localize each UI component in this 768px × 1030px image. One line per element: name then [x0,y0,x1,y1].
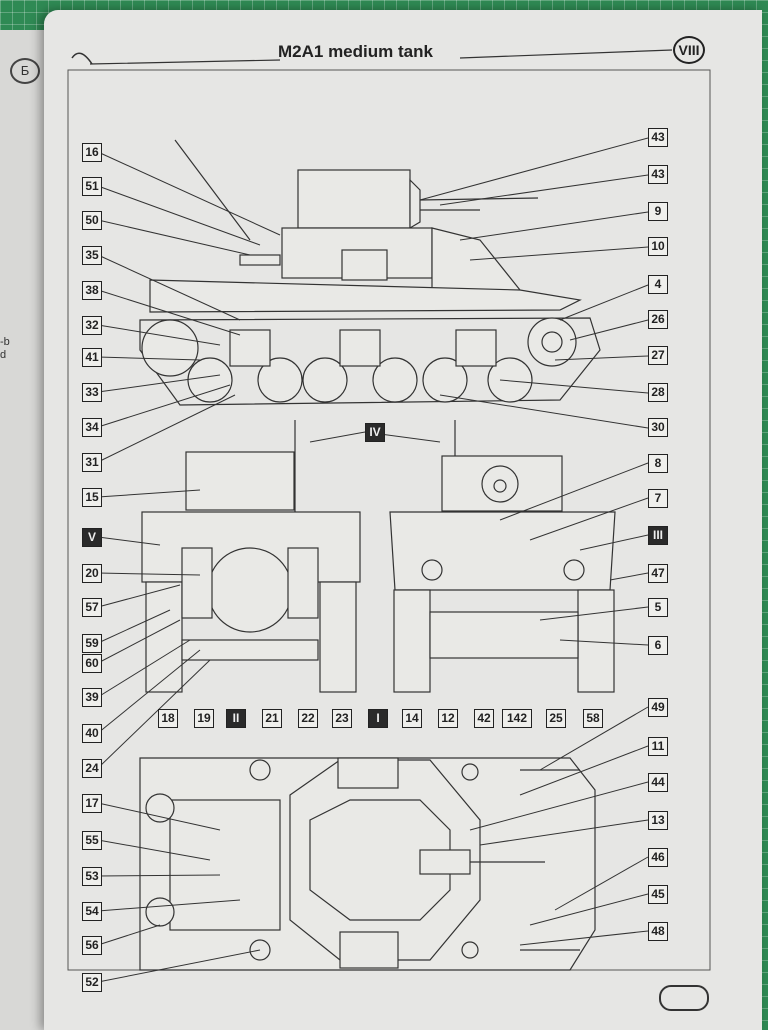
callout-13: 13 [648,811,668,830]
callout-38: 38 [82,281,102,300]
callout-56: 56 [82,936,102,955]
callout-31: 31 [82,453,102,472]
callout-32: 32 [82,316,102,335]
callout-20: 20 [82,564,102,583]
callout-28: 28 [648,383,668,402]
page-roman-number: VIII [673,36,705,64]
callout-50: 50 [82,211,102,230]
callout-15: 15 [82,488,102,507]
callout-5: 5 [648,598,668,617]
callout-8: 8 [648,454,668,473]
callout-51: 51 [82,177,102,196]
callout-46: 46 [648,848,668,867]
callout-6: 6 [648,636,668,655]
callout-i: I [368,709,388,728]
callout-14: 14 [402,709,422,728]
callout-49: 49 [648,698,668,717]
callout-12: 12 [438,709,458,728]
left-page-fragment: -b d [0,336,10,361]
callout-54: 54 [82,902,102,921]
callout-55: 55 [82,831,102,850]
callout-40: 40 [82,724,102,743]
callout-35: 35 [82,246,102,265]
callout-17: 17 [82,794,102,813]
callout-iii: III [648,526,668,545]
callout-60: 60 [82,654,102,673]
callout-39: 39 [82,688,102,707]
callout-42: 42 [474,709,494,728]
callout-59: 59 [82,634,102,653]
callout-41: 41 [82,348,102,367]
callout-43a: 43 [648,128,668,147]
callout-10: 10 [648,237,668,256]
callout-23: 23 [332,709,352,728]
callout-24: 24 [82,759,102,778]
callout-142: 142 [502,709,532,728]
callout-7: 7 [648,489,668,508]
callout-45: 45 [648,885,668,904]
callout-v: V [82,528,102,547]
callout-iv: IV [365,423,385,442]
callout-ii: II [226,709,246,728]
callout-52: 52 [82,973,102,992]
callout-30: 30 [648,418,668,437]
callout-19: 19 [194,709,214,728]
left-page-number: Б [10,58,40,84]
callout-47: 47 [648,564,668,583]
callout-25: 25 [546,709,566,728]
callout-44: 44 [648,773,668,792]
callout-48: 48 [648,922,668,941]
callout-27: 27 [648,346,668,365]
callout-16: 16 [82,143,102,162]
instruction-page [44,10,762,1030]
callout-43b: 43 [648,165,668,184]
callout-4: 4 [648,275,668,294]
callout-33: 33 [82,383,102,402]
callout-34: 34 [82,418,102,437]
callout-18: 18 [158,709,178,728]
callout-9: 9 [648,202,668,221]
callout-22: 22 [298,709,318,728]
callout-11: 11 [648,737,668,756]
callout-57: 57 [82,598,102,617]
callout-53: 53 [82,867,102,886]
callout-26: 26 [648,310,668,329]
page-title: M2A1 medium tank [278,42,433,61]
publisher-logo [659,985,709,1011]
callout-21: 21 [262,709,282,728]
callout-58: 58 [583,709,603,728]
